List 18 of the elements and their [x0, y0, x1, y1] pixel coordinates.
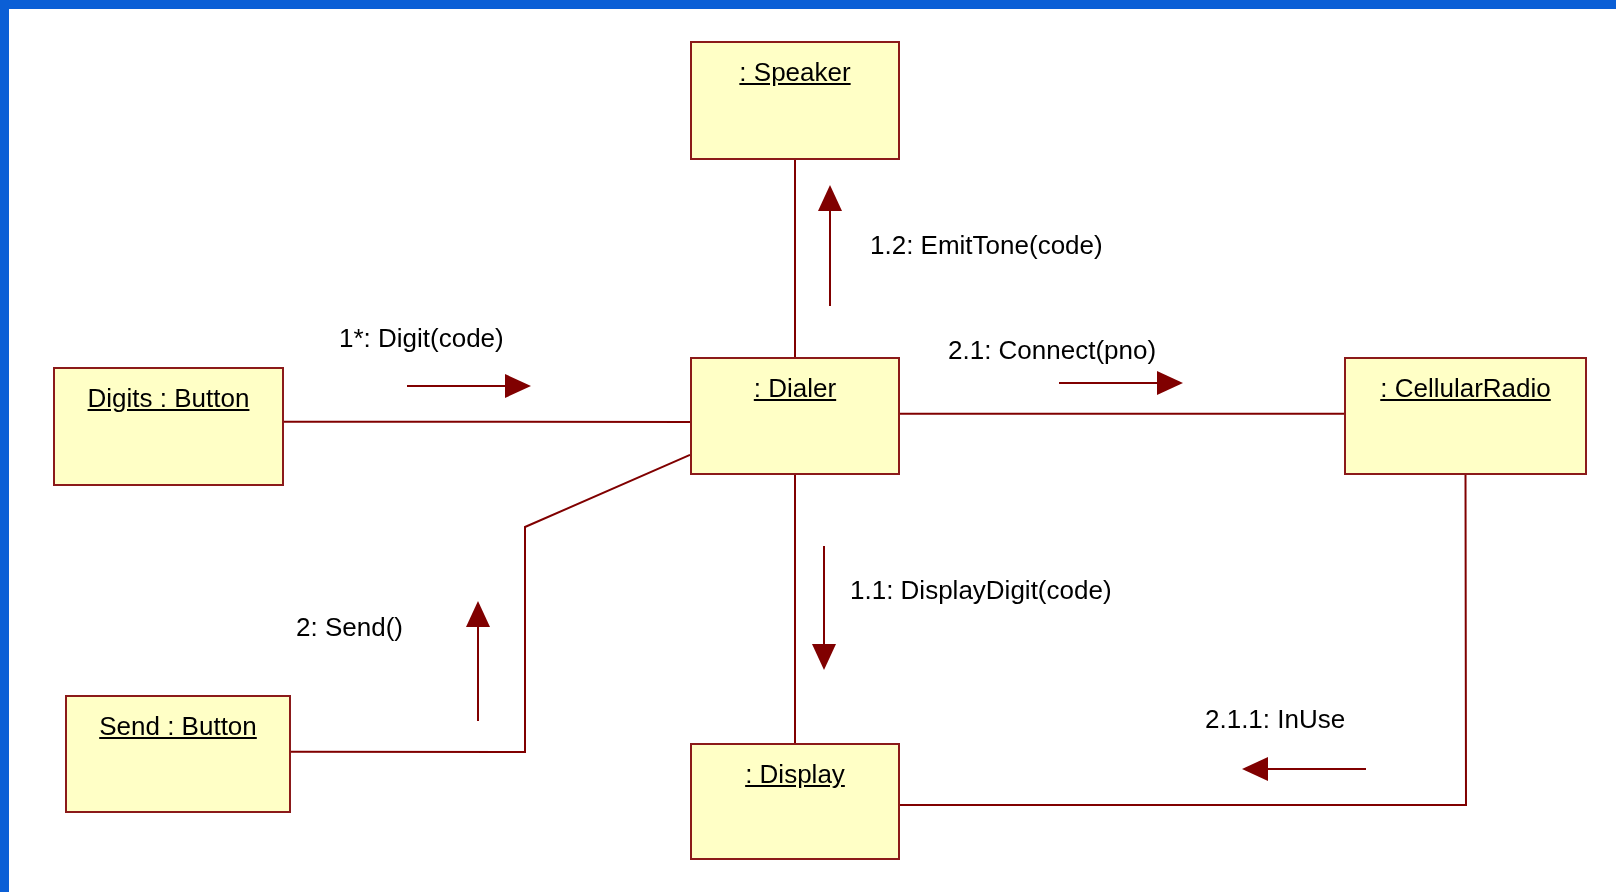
object-box — [1344, 357, 1587, 475]
object-name: Digits : Button — [87, 383, 250, 413]
object-box — [690, 41, 900, 160]
link-line — [899, 412, 1345, 415]
object-box — [690, 743, 900, 860]
object-name: : CellularRadio — [1380, 373, 1551, 403]
link-line — [283, 420, 691, 423]
object-box — [690, 357, 900, 475]
object-name: : Display — [745, 759, 845, 789]
link-line — [794, 474, 796, 744]
link-line — [899, 474, 1467, 806]
object-name: : Speaker — [739, 57, 851, 87]
object-box — [53, 367, 284, 486]
link-line — [794, 159, 796, 358]
object-box — [65, 695, 291, 813]
link-line — [290, 453, 691, 753]
object-name: Send : Button — [99, 711, 257, 741]
object-name: : Dialer — [753, 373, 837, 403]
